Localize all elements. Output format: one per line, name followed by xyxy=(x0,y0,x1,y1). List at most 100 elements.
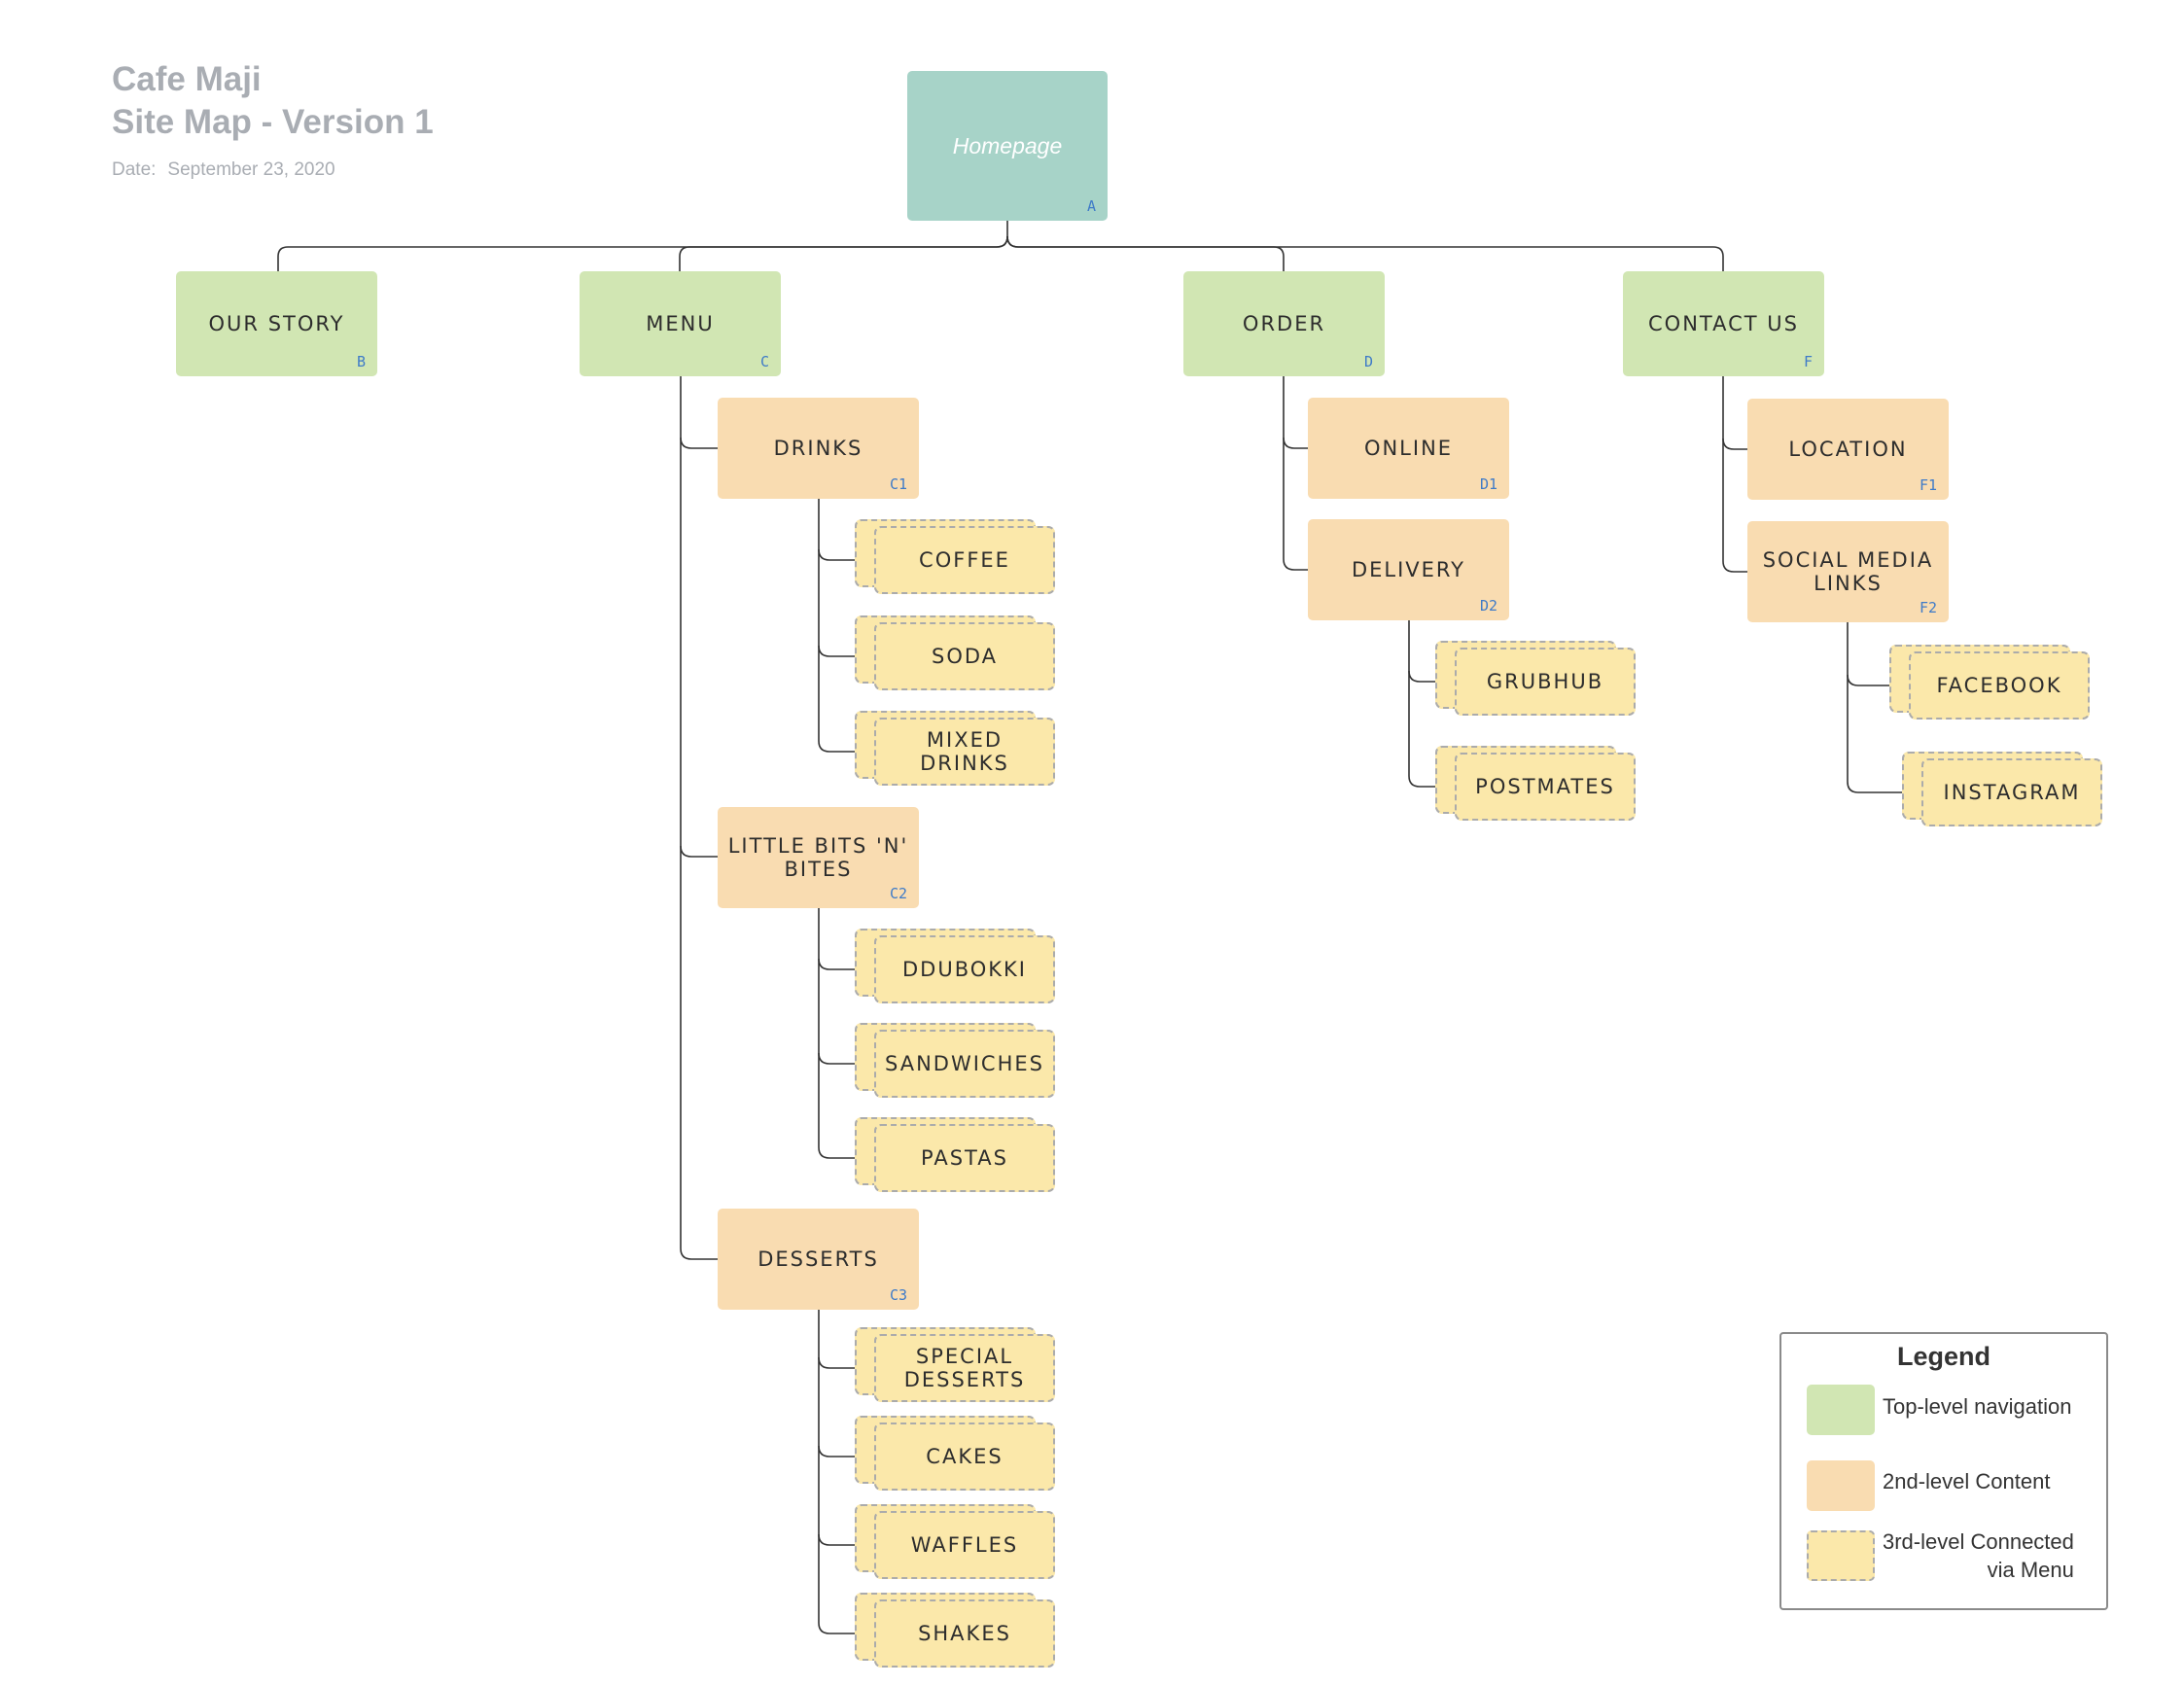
node-order-label: ORDER xyxy=(1242,311,1326,335)
link-menu-drinks xyxy=(680,376,718,449)
legend-label-third-level-line2: via Menu xyxy=(1987,1557,2074,1582)
legend: Legend Top-level navigation 2nd-level Co… xyxy=(1779,1332,2108,1610)
node-shakes-label: SHAKES xyxy=(918,1621,1011,1645)
node-cakes-label: CAKES xyxy=(926,1444,1004,1468)
legend-title: Legend xyxy=(1896,1342,1990,1371)
date-value: September 23, 2020 xyxy=(167,159,335,180)
link-contact-location xyxy=(1722,376,1747,450)
node-mixed-drinks-label: MIXED DRINKS xyxy=(920,727,1009,775)
node-location: LOCATION F1 xyxy=(1747,399,1949,500)
link-social-facebook xyxy=(1847,622,1889,686)
card-front xyxy=(1455,753,1636,821)
node-delivery-code: D2 xyxy=(1479,596,1497,615)
node-delivery-label: DELIVERY xyxy=(1351,557,1466,581)
card-front xyxy=(874,1423,1055,1491)
node-drinks: DRINKS C1 xyxy=(718,398,919,499)
node-grubhub: GRUBHUB xyxy=(1435,641,1638,719)
node-pastas: PASTAS xyxy=(855,1117,1057,1195)
node-our-story-label: OUR STORY xyxy=(208,311,345,335)
node-menu-label: MENU xyxy=(646,311,715,335)
node-sandwiches: SANDWICHES xyxy=(855,1023,1057,1101)
link-order-delivery xyxy=(1283,438,1308,571)
card-front xyxy=(1455,648,1636,716)
link-order-online xyxy=(1283,376,1308,449)
node-special-desserts-label: SPECIAL DESSERTS xyxy=(903,1344,1026,1391)
node-little-bits: LITTLE BITS 'N' BITES C2 xyxy=(718,807,919,908)
diagram-date: Date: September 23, 2020 xyxy=(112,159,335,181)
node-desserts: DESSERTS C3 xyxy=(718,1209,919,1310)
node-coffee-label: COFFEE xyxy=(919,547,1010,572)
legend-label-second-level: 2nd-level Content xyxy=(1883,1469,2051,1493)
node-desserts-code: C3 xyxy=(889,1285,907,1304)
legend-label-top-level: Top-level navigation xyxy=(1883,1394,2072,1419)
node-location-code: F1 xyxy=(1919,475,1937,494)
node-waffles-label: WAFFLES xyxy=(910,1532,1019,1557)
node-soda: SODA xyxy=(855,615,1057,693)
node-shakes: SHAKES xyxy=(855,1593,1057,1670)
node-special-desserts: SPECIAL DESSERTS xyxy=(855,1327,1057,1405)
node-homepage: Homepage A xyxy=(907,71,1108,221)
legend-swatch-top-level xyxy=(1807,1385,1875,1435)
node-grubhub-label: GRUBHUB xyxy=(1486,669,1604,693)
link-desserts-special xyxy=(818,1310,855,1369)
card-front xyxy=(874,718,1055,786)
node-online-label: ONLINE xyxy=(1363,436,1454,460)
node-sandwiches-label: SANDWICHES xyxy=(885,1051,1044,1075)
link-desserts-shakes xyxy=(818,1534,855,1634)
node-waffles: WAFFLES xyxy=(855,1504,1057,1582)
diagram-title: Cafe Maji xyxy=(112,60,262,98)
card-front xyxy=(874,1599,1055,1668)
node-ddubokki-label: DDUBOKKI xyxy=(901,957,1027,981)
link-delivery-postmates xyxy=(1408,671,1435,788)
card-front xyxy=(874,935,1055,1003)
node-ddubokki: DDUBOKKI xyxy=(855,929,1057,1006)
node-social-media: SOCIAL MEDIA LINKS F2 xyxy=(1747,521,1949,622)
node-instagram-label: INSTAGRAM xyxy=(1943,780,2081,804)
legend-swatch-second-level xyxy=(1807,1460,1875,1511)
node-location-label: LOCATION xyxy=(1788,437,1908,461)
card-front xyxy=(874,1334,1055,1402)
date-label: Date: xyxy=(112,159,157,180)
card-front xyxy=(1921,758,2102,826)
node-online-code: D1 xyxy=(1479,474,1497,493)
card-front xyxy=(1909,651,2090,720)
node-desserts-label: DESSERTS xyxy=(757,1247,879,1271)
link-drinks-soda xyxy=(818,549,855,657)
legend-label-third-level: 3rd-level Connected via Menu xyxy=(1883,1528,2074,1584)
link-delivery-grubhub xyxy=(1408,620,1435,683)
node-social-media-label: SOCIAL MEDIA LINKS xyxy=(1762,547,1934,595)
node-homepage-label: Homepage xyxy=(952,132,1063,158)
card-front xyxy=(874,526,1055,594)
link-contact-social xyxy=(1722,439,1747,573)
link-drinks-coffee xyxy=(818,499,855,561)
node-social-media-code: F2 xyxy=(1919,598,1937,616)
node-our-story-code: B xyxy=(356,352,366,370)
link-home-menu xyxy=(679,235,1008,271)
node-online: ONLINE D1 xyxy=(1308,398,1509,499)
card-front xyxy=(874,1511,1055,1579)
node-little-bits-code: C2 xyxy=(889,884,907,902)
card-front xyxy=(874,622,1055,690)
node-contact-us-code: F xyxy=(1803,352,1813,370)
link-menu-desserts xyxy=(680,846,718,1260)
link-bits-sandwiches xyxy=(818,959,855,1065)
node-postmates-label: POSTMATES xyxy=(1475,774,1615,798)
node-contact-us: CONTACT US F xyxy=(1623,271,1824,376)
node-contact-us-label: CONTACT US xyxy=(1648,311,1799,335)
link-home-order xyxy=(1006,235,1285,271)
node-little-bits-label: LITTLE BITS 'N' BITES xyxy=(727,833,909,881)
node-menu-code: C xyxy=(759,352,769,370)
card-front xyxy=(874,1124,1055,1192)
diagram-subtitle: Site Map - Version 1 xyxy=(112,103,434,141)
node-pastas-label: PASTAS xyxy=(921,1145,1008,1170)
node-facebook-label: FACEBOOK xyxy=(1936,673,2062,697)
link-social-instagram xyxy=(1847,675,1902,793)
node-order-code: D xyxy=(1363,352,1373,370)
node-order: ORDER D xyxy=(1183,271,1385,376)
node-instagram: INSTAGRAM xyxy=(1902,752,2104,829)
node-facebook: FACEBOOK xyxy=(1889,645,2092,722)
link-drinks-mixed xyxy=(818,646,855,753)
link-home-contact xyxy=(1006,235,1724,271)
node-postmates: POSTMATES xyxy=(1435,746,1638,824)
